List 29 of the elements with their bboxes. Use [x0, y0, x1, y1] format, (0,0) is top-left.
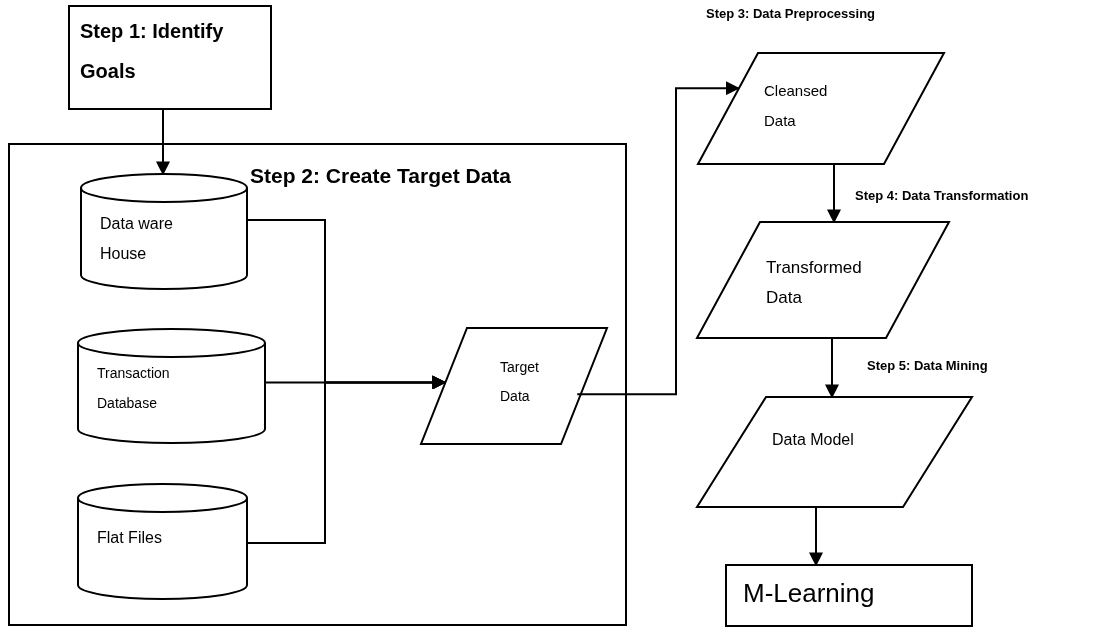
data-parallelogram [696, 396, 973, 508]
arrow [825, 337, 839, 399]
process-box [725, 564, 973, 627]
process-box [68, 5, 272, 110]
data-parallelogram [696, 221, 950, 339]
step-group-box [8, 143, 627, 626]
arrow [156, 108, 170, 176]
node-label: Data Model [772, 430, 855, 450]
database-cylinder [80, 173, 248, 290]
database-cylinder [77, 328, 266, 444]
node-label: Transformed Data [766, 257, 863, 309]
step-heading: Step 1: Identify Goals [80, 19, 225, 84]
node-label: Target Data [500, 358, 540, 406]
data-parallelogram [697, 52, 945, 165]
step-heading: Step 2: Create Target Data [250, 163, 513, 189]
database-cylinder [77, 483, 248, 600]
arrow [827, 163, 841, 224]
step-label: Step 4: Data Transformation [855, 188, 1029, 203]
step-label: Step 3: Data Preprocessing [706, 6, 876, 21]
step-label: Step 5: Data Mining [867, 358, 988, 373]
node-label: Cleansed Data [764, 81, 829, 131]
data-parallelogram [420, 327, 608, 445]
arrow [809, 506, 823, 567]
arrow [576, 81, 740, 396]
arrow [247, 375, 447, 544]
node-label: Transaction Database [97, 364, 171, 413]
node-label: Data ware House [100, 214, 174, 264]
node-label: M-Learning [743, 577, 876, 610]
node-label: Flat Files [97, 528, 163, 548]
